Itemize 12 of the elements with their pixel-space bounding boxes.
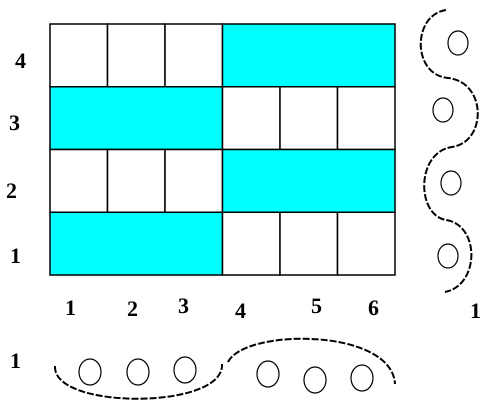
row-number: 3 xyxy=(9,112,20,134)
row-number: 2 xyxy=(6,180,17,202)
column-number: 3 xyxy=(178,295,189,317)
column-number: 5 xyxy=(311,295,322,317)
column-number: 2 xyxy=(127,298,138,320)
column-number: 1 xyxy=(65,297,76,319)
column-number: 6 xyxy=(368,297,379,319)
row-number: 1 xyxy=(10,245,21,267)
yarn-number: 1 xyxy=(10,350,21,372)
column-number: 4 xyxy=(235,300,246,322)
yarn-number: 1 xyxy=(470,300,480,322)
row-number: 4 xyxy=(15,50,26,72)
